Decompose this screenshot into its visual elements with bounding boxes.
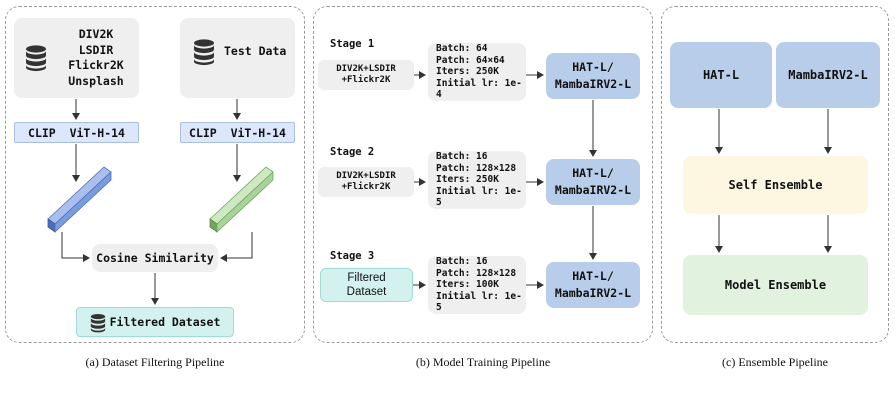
stage-2-label: Stage 2 xyxy=(330,146,375,158)
stage-3-batch: Batch: 16 xyxy=(436,256,488,268)
clip-encoder-left: CLIP ViT-H-14 xyxy=(14,122,139,143)
source-div2k: DIV2K xyxy=(78,27,114,41)
test-data-label: Test Data xyxy=(224,44,287,58)
panel-model-training xyxy=(313,6,653,343)
source-unsplash: Unsplash xyxy=(68,73,124,88)
stage-1-iters: Iters: 250K xyxy=(436,66,499,78)
stage-3-patch: Patch: 128×128 xyxy=(436,267,517,279)
stage-2-iters: Iters: 250K xyxy=(436,174,499,186)
stage-3-source-line-1: Filtered xyxy=(347,272,386,284)
stage-3-source-line-2: Dataset xyxy=(346,286,387,298)
caption-c: (c) Ensemble Pipeline xyxy=(722,355,828,369)
filtered-dataset-label: Filtered Dataset xyxy=(109,315,221,329)
stage-2-model-line-1: HAT-L/ xyxy=(572,166,614,180)
stage-2-batch: Batch: 16 xyxy=(436,151,488,163)
stage-1-model-line-2: MambaIRV2-L xyxy=(554,77,632,91)
database-icon xyxy=(194,39,214,66)
stage-2-model-line-2: MambaIRV2-L xyxy=(554,183,632,197)
stage-3-model-line-1: HAT-L/ xyxy=(572,269,614,283)
stage-1-batch: Batch: 64 xyxy=(436,43,488,55)
train-sources-list: DIV2K LSDIR Flickr2K Unsplash xyxy=(56,27,136,89)
database-icon xyxy=(90,314,106,333)
stage-3-params: Batch: 16 Patch: 128×128 Iters: 100K Ini… xyxy=(428,256,526,314)
stage-3-label: Stage 3 xyxy=(330,250,375,262)
stage-3-model: HAT-L/ MambaIRV2-L xyxy=(546,262,640,308)
ensemble-model-mambairv2-l: MambaIRV2-L xyxy=(776,42,880,108)
model-ensemble-box: Model Ensemble xyxy=(683,255,868,315)
stage-1-patch: Patch: 64×64 xyxy=(436,54,505,66)
clip-encoder-right: CLIP ViT-H-14 xyxy=(180,122,295,143)
panel-ensemble xyxy=(661,6,889,343)
stage-3-source: Filtered Dataset xyxy=(320,268,413,302)
stage-1-source: DIV2K+LSDIR +Flickr2K xyxy=(318,60,414,90)
stage-2-lr: Initial lr: 1e-5 xyxy=(436,185,522,209)
train-sources-box: DIV2K LSDIR Flickr2K Unsplash xyxy=(14,18,139,98)
cosine-similarity-box: Cosine Similarity xyxy=(92,244,218,272)
panel-dataset-filtering xyxy=(5,6,305,343)
stage-2-params: Batch: 16 Patch: 128×128 Iters: 250K Ini… xyxy=(428,151,526,209)
stage-1-label: Stage 1 xyxy=(330,38,375,50)
stage-1-model: HAT-L/ MambaIRV2-L xyxy=(546,53,640,99)
stage-1-lr: Initial lr: 1e-4 xyxy=(436,77,522,101)
stage-1-model-line-1: HAT-L/ xyxy=(572,60,614,74)
stage-2-patch: Patch: 128×128 xyxy=(436,162,517,174)
database-icon xyxy=(26,45,46,72)
stage-1-source-line-2: +Flickr2K xyxy=(341,75,391,85)
ensemble-model-hat-l: HAT-L xyxy=(670,42,772,108)
stage-1-params: Batch: 64 Patch: 64×64 Iters: 250K Initi… xyxy=(428,43,526,101)
source-flickr2k: Flickr2K xyxy=(68,58,124,72)
test-data-box: Test Data xyxy=(180,18,295,98)
stage-3-iters: Iters: 100K xyxy=(436,279,499,291)
stage-1-source-line-1: DIV2K+LSDIR xyxy=(336,64,396,74)
filtered-dataset-box: Filtered Dataset xyxy=(76,307,234,337)
caption-b: (b) Model Training Pipeline xyxy=(415,355,551,369)
stage-2-source: DIV2K+LSDIR +Flickr2K xyxy=(318,167,414,197)
source-lsdir: LSDIR xyxy=(78,42,114,57)
stage-2-model: HAT-L/ MambaIRV2-L xyxy=(546,159,640,205)
stage-3-model-line-2: MambaIRV2-L xyxy=(554,286,632,300)
self-ensemble-box: Self Ensemble xyxy=(683,156,868,214)
stage-3-lr: Initial lr: 1e-5 xyxy=(436,290,522,314)
caption-a: (a) Dataset Filtering Pipeline xyxy=(85,355,225,369)
stage-2-source-line-1: DIV2K+LSDIR xyxy=(336,171,396,181)
stage-2-source-line-2: +Flickr2K xyxy=(341,182,391,192)
